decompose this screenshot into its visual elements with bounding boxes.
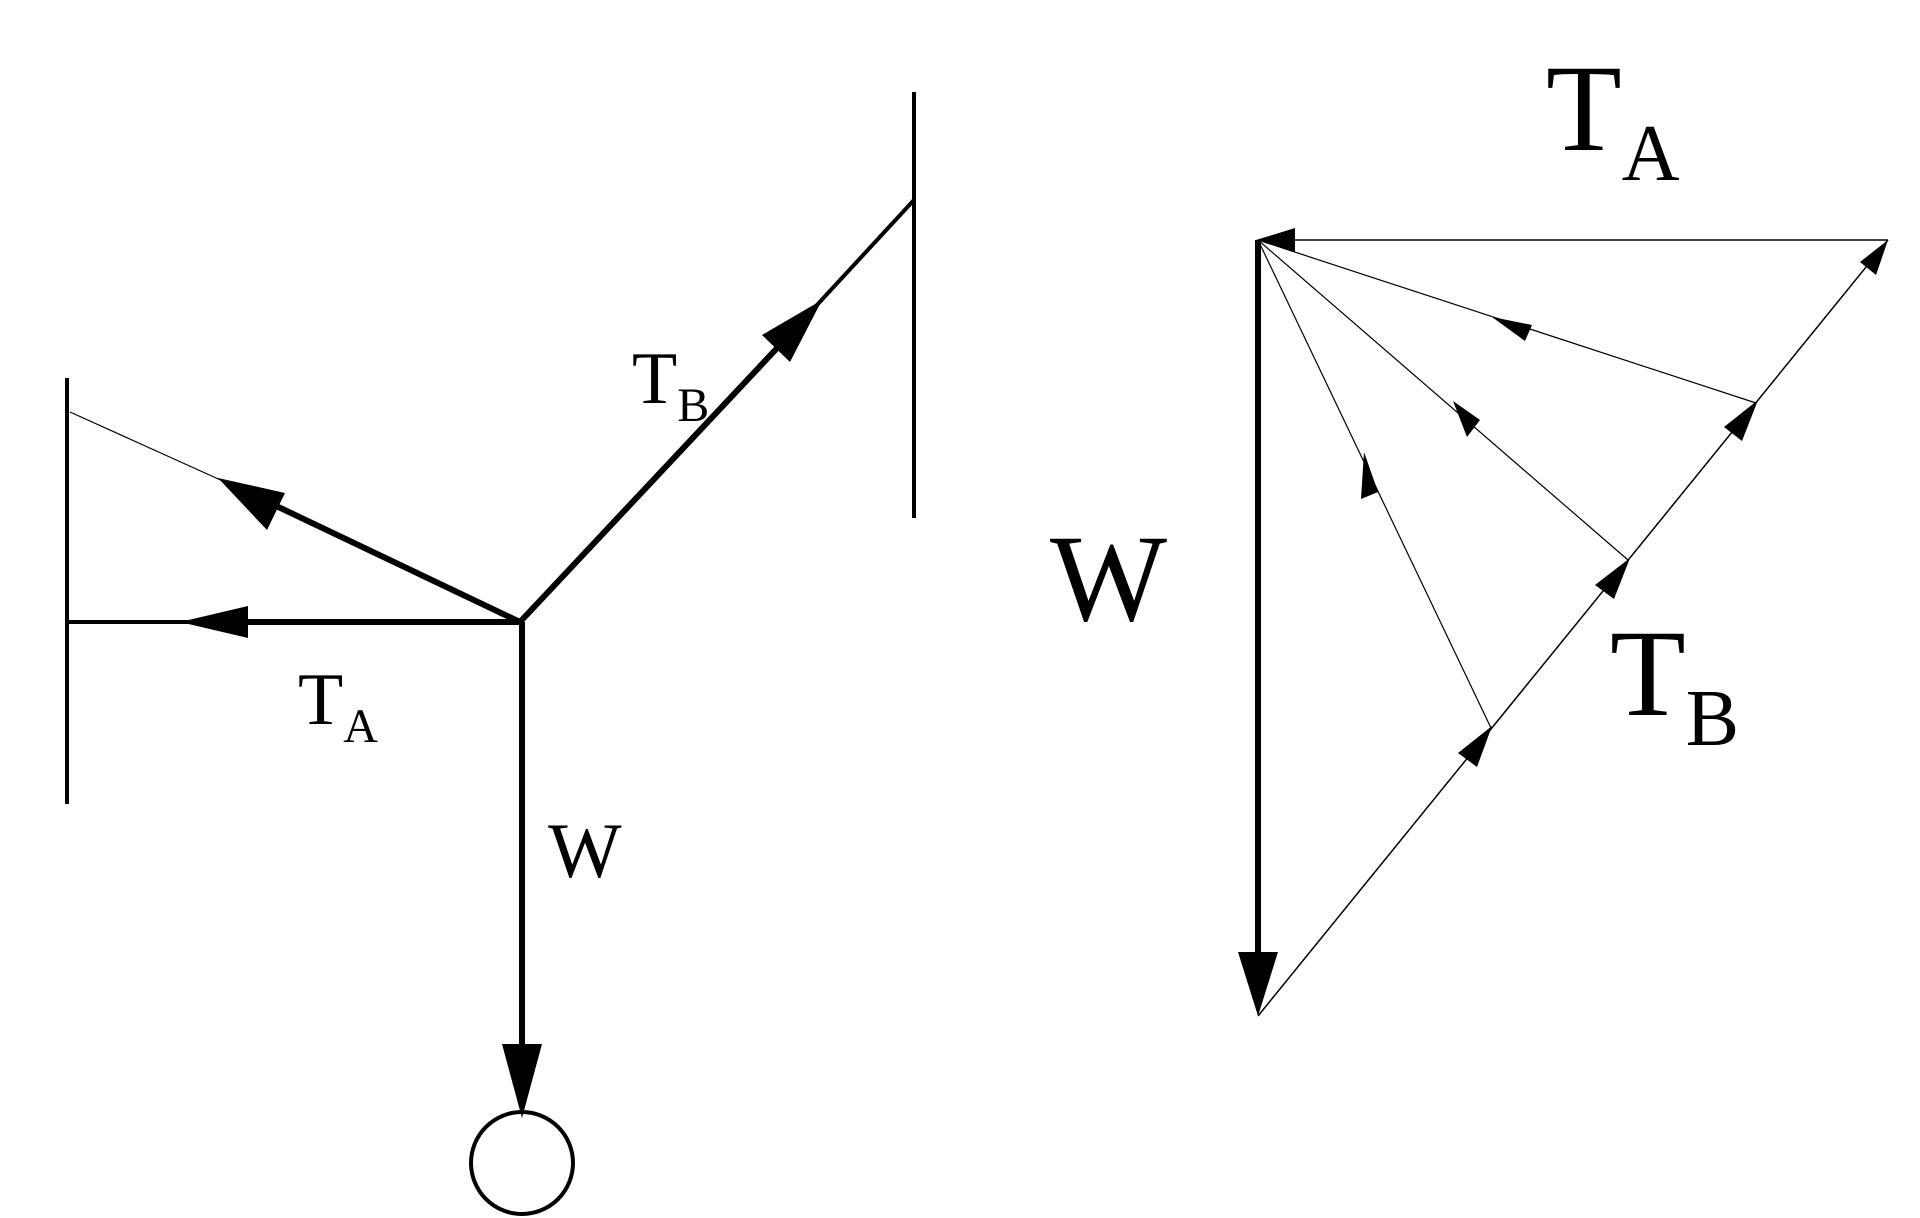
rope-a-alt-extension bbox=[69, 411, 226, 483]
fan-arrowhead-3 bbox=[1361, 452, 1378, 499]
fan-line-2 bbox=[1257, 239, 1629, 561]
fan-arrowhead-2 bbox=[1453, 401, 1480, 437]
tb-arrowhead-2 bbox=[1724, 400, 1758, 441]
free-body-diagram: TB TA W bbox=[65, 92, 916, 1216]
polygon-tension-b bbox=[1257, 239, 1889, 1017]
tb-arrowhead-4 bbox=[1458, 726, 1492, 767]
rope-a-alt bbox=[268, 500, 522, 625]
rope-b-arrowhead bbox=[762, 300, 822, 362]
polygon-label-tension-a: TA bbox=[1546, 40, 1680, 198]
force-polygon: TA W TB bbox=[1050, 40, 1889, 1017]
polygon-weight-arrowhead bbox=[1238, 952, 1278, 1016]
weight-arrowhead bbox=[502, 1044, 542, 1118]
rope-b bbox=[517, 342, 783, 625]
polygon-tension-a-arrowhead bbox=[1256, 228, 1295, 252]
label-tension-b: TB bbox=[632, 338, 709, 432]
polygon-label-weight: W bbox=[1050, 510, 1167, 647]
label-weight: W bbox=[548, 807, 622, 894]
label-tension-a: TA bbox=[298, 659, 378, 753]
polygon-label-tension-b: TB bbox=[1610, 605, 1739, 763]
rope-a-arrowhead bbox=[180, 606, 248, 638]
tb-arrowhead-3 bbox=[1595, 558, 1630, 599]
tb-arrowhead-1 bbox=[1860, 240, 1888, 275]
hanging-mass bbox=[469, 1110, 575, 1216]
rope-a-alt-arrowhead bbox=[218, 478, 285, 530]
fan-arrowhead-1 bbox=[1492, 317, 1532, 341]
